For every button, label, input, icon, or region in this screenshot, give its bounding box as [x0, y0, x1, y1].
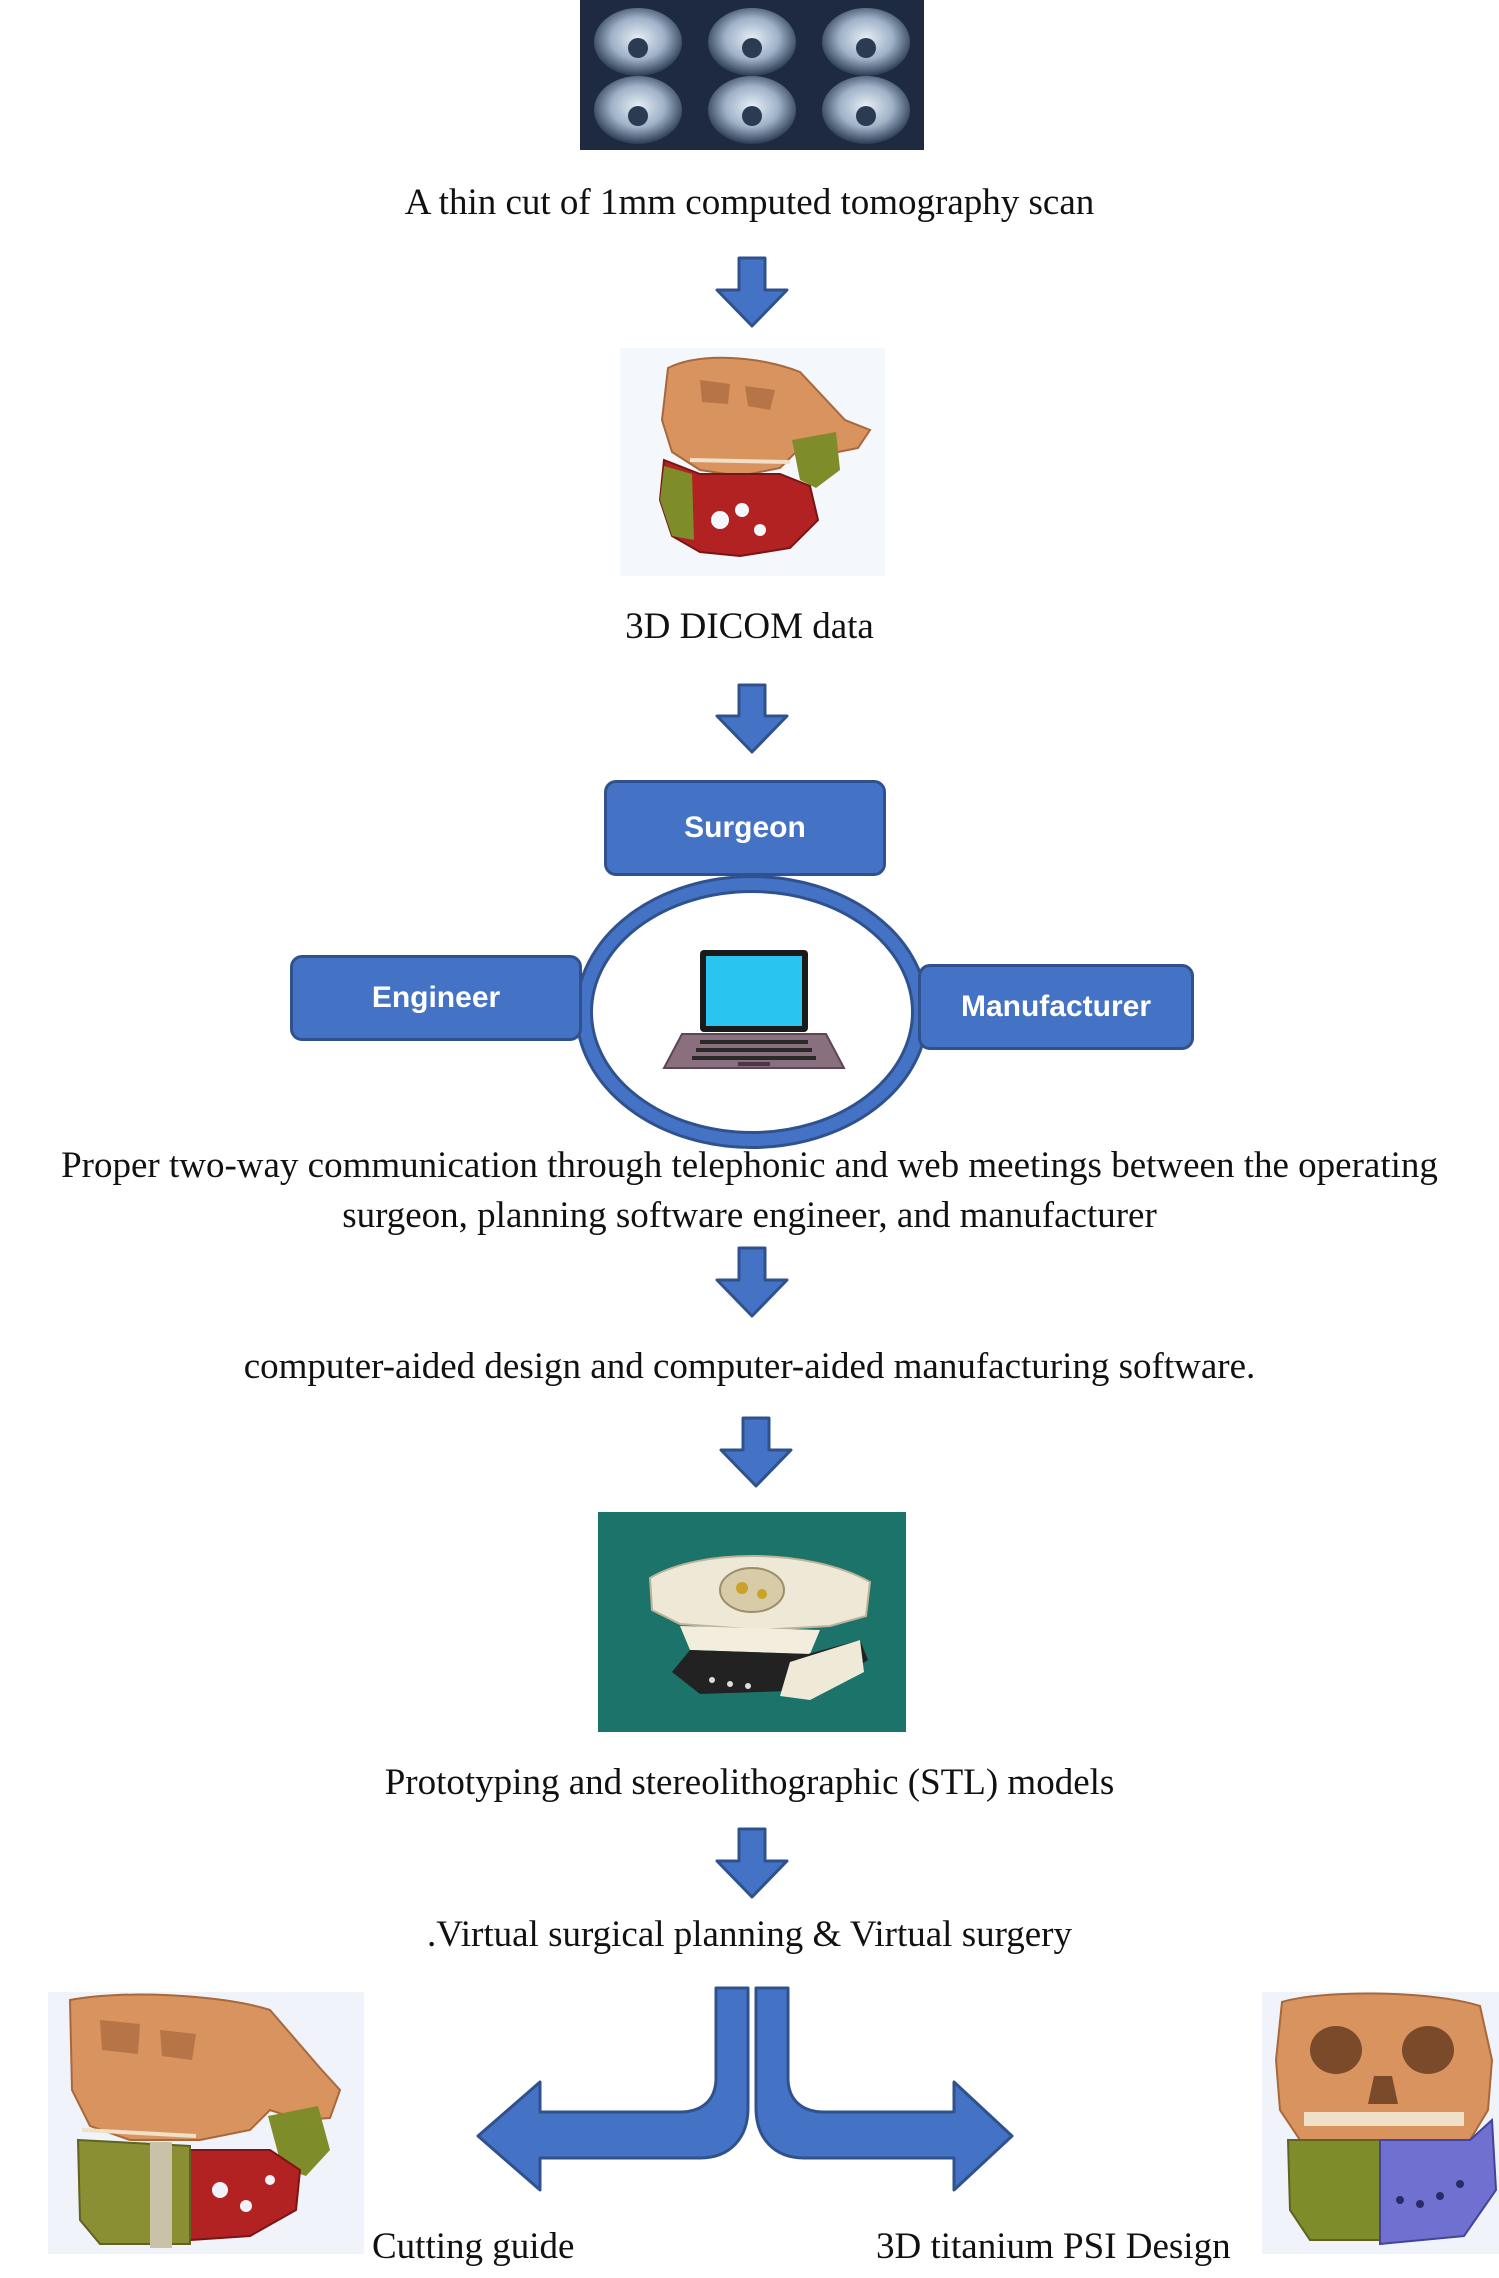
split-arrow: [476, 1986, 1014, 2192]
psi-design-caption: 3D titanium PSI Design: [876, 2226, 1231, 2267]
communication-caption-line2: surgeon, planning software engineer, and…: [342, 1195, 1157, 1236]
down-arrow-2: [715, 683, 789, 754]
virtual-planning-caption: .Virtual surgical planning & Virtual sur…: [426, 1914, 1072, 1955]
stl-model-photo: [598, 1512, 906, 1732]
skull-3d-image: [620, 348, 885, 576]
laptop-icon: [662, 950, 846, 1069]
down-arrow-5: [715, 1827, 789, 1899]
skull-cutting-guide-image: [48, 1992, 364, 2254]
down-arrow-4: [719, 1416, 793, 1488]
surgeon-box: Surgeon: [604, 780, 886, 876]
manufacturer-box: Manufacturer: [918, 964, 1194, 1050]
cutting-guide-caption: Cutting guide: [372, 2226, 575, 2267]
communication-caption-line1: Proper two-way communication through tel…: [61, 1145, 1438, 1186]
communication-hub: [575, 875, 929, 1149]
cad-cam-caption: computer-aided design and computer-aided…: [243, 1346, 1256, 1387]
skull-psi-image: [1262, 1992, 1499, 2254]
dicom-caption: 3D DICOM data: [625, 606, 874, 647]
down-arrow-3: [715, 1246, 789, 1318]
prototyping-caption: Prototyping and stereolithographic (STL)…: [384, 1762, 1115, 1803]
engineer-box: Engineer: [290, 955, 582, 1041]
ct-scan-caption: A thin cut of 1mm computed tomography sc…: [404, 182, 1095, 223]
down-arrow-1: [715, 256, 789, 328]
